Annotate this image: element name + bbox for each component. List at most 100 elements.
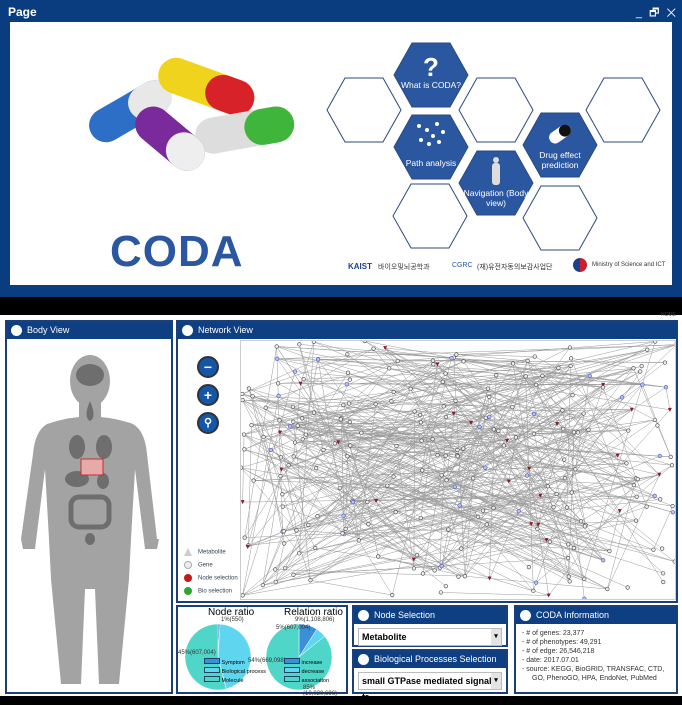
gene-node[interactable] — [532, 432, 536, 436]
gene-node[interactable] — [282, 529, 286, 533]
gene-node[interactable] — [567, 575, 571, 579]
node-selection[interactable] — [412, 558, 416, 562]
gene-node[interactable] — [456, 448, 460, 452]
gene-node[interactable] — [291, 420, 295, 424]
metabolite-node[interactable] — [269, 448, 273, 452]
gene-node[interactable] — [367, 522, 371, 526]
gene-node[interactable] — [634, 519, 638, 523]
gene-node[interactable] — [661, 580, 665, 584]
node-selection-dropdown[interactable]: Metabolite▾ — [358, 628, 502, 646]
gene-node[interactable] — [302, 377, 306, 381]
gene-node[interactable] — [444, 454, 448, 458]
gene-node[interactable] — [390, 593, 394, 597]
metabolite-node[interactable] — [440, 564, 444, 568]
gene-node[interactable] — [304, 433, 308, 437]
gene-node[interactable] — [569, 357, 573, 361]
gene-node[interactable] — [316, 514, 320, 518]
gene-node[interactable] — [552, 505, 556, 509]
gene-node[interactable] — [568, 346, 572, 350]
gene-node[interactable] — [442, 405, 446, 409]
gene-node[interactable] — [392, 390, 396, 394]
gene-node[interactable] — [439, 591, 443, 595]
gene-node[interactable] — [502, 444, 506, 448]
gene-node[interactable] — [462, 360, 466, 364]
metabolite-node[interactable] — [653, 494, 657, 498]
gene-node[interactable] — [348, 378, 352, 382]
gene-node[interactable] — [418, 413, 422, 417]
gene-node[interactable] — [454, 399, 458, 403]
gene-node[interactable] — [457, 575, 461, 579]
gene-node[interactable] — [660, 547, 664, 551]
gene-node[interactable] — [461, 447, 465, 451]
gene-node[interactable] — [555, 492, 559, 496]
metabolite-node[interactable] — [620, 396, 624, 400]
gene-node[interactable] — [376, 555, 380, 559]
gene-node[interactable] — [420, 469, 424, 473]
metabolite-node[interactable] — [288, 425, 292, 429]
gene-node[interactable] — [348, 444, 352, 448]
metabolite-node[interactable] — [342, 514, 346, 518]
gene-node[interactable] — [526, 359, 530, 363]
metabolite-node[interactable] — [453, 485, 457, 489]
gene-node[interactable] — [669, 455, 673, 459]
gene-node[interactable] — [273, 568, 277, 572]
gene-node[interactable] — [419, 420, 423, 424]
gene-node[interactable] — [548, 540, 552, 544]
gene-node[interactable] — [566, 556, 570, 560]
gene-node[interactable] — [671, 504, 675, 508]
gene-node[interactable] — [295, 529, 299, 533]
gene-node[interactable] — [436, 453, 440, 457]
gene-node[interactable] — [627, 429, 631, 433]
gene-node[interactable] — [571, 393, 575, 397]
gene-node[interactable] — [348, 420, 352, 424]
gene-node[interactable] — [565, 506, 569, 510]
gene-node[interactable] — [247, 387, 251, 391]
gene-node[interactable] — [313, 546, 317, 550]
gene-node[interactable] — [301, 437, 305, 441]
metabolite-node[interactable] — [664, 385, 668, 389]
gene-node[interactable] — [282, 542, 286, 546]
gene-node[interactable] — [242, 433, 246, 437]
gene-node[interactable] — [582, 412, 586, 416]
gene-node[interactable] — [409, 387, 413, 391]
gene-node[interactable] — [656, 424, 660, 428]
gene-node[interactable] — [645, 505, 649, 509]
gene-node[interactable] — [297, 552, 301, 556]
gene-node[interactable] — [486, 387, 490, 391]
gene-node[interactable] — [640, 364, 644, 368]
metabolite-node[interactable] — [641, 383, 645, 387]
gene-node[interactable] — [447, 528, 451, 532]
gene-node[interactable] — [293, 441, 297, 445]
gene-node[interactable] — [346, 371, 350, 375]
gene-node[interactable] — [291, 405, 295, 409]
gene-node[interactable] — [514, 436, 518, 440]
gene-node[interactable] — [276, 382, 280, 386]
gene-node[interactable] — [298, 343, 302, 347]
gene-node[interactable] — [484, 416, 488, 420]
gene-node[interactable] — [415, 553, 419, 557]
gene-node[interactable] — [421, 572, 425, 576]
gene-node[interactable] — [363, 340, 367, 343]
gene-node[interactable] — [300, 416, 304, 420]
gene-node[interactable] — [546, 484, 550, 488]
gene-node[interactable] — [283, 566, 287, 570]
selected-organ[interactable] — [81, 459, 103, 475]
gene-node[interactable] — [673, 560, 676, 564]
metabolite-node[interactable] — [658, 454, 662, 458]
window-controls[interactable]: _ 🗗 ✕ — [636, 4, 678, 23]
metabolite-node[interactable] — [345, 382, 349, 386]
gene-node[interactable] — [264, 406, 268, 410]
metabolite-node[interactable] — [601, 558, 605, 562]
gene-node[interactable] — [339, 418, 343, 422]
gene-node[interactable] — [292, 573, 296, 577]
gene-node[interactable] — [536, 527, 540, 531]
gene-node[interactable] — [278, 419, 282, 423]
gene-node[interactable] — [357, 539, 361, 543]
gene-node[interactable] — [243, 448, 247, 452]
gene-node[interactable] — [347, 402, 351, 406]
gene-node[interactable] — [541, 374, 545, 378]
gene-node[interactable] — [632, 366, 636, 370]
metabolite-node[interactable] — [488, 415, 492, 419]
gene-node[interactable] — [251, 394, 255, 398]
gene-node[interactable] — [608, 549, 612, 553]
